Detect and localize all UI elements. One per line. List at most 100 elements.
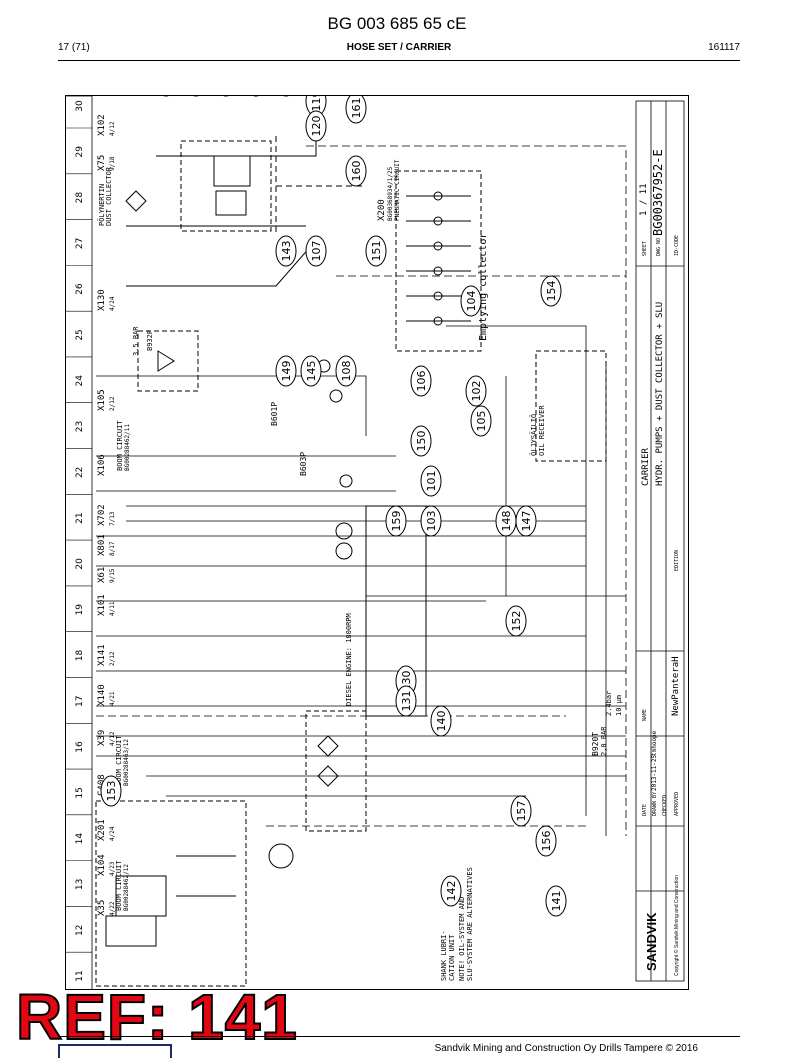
- callout-number: 131: [400, 691, 413, 712]
- grid-column-number: 30: [75, 100, 85, 112]
- footer-divider: [58, 1036, 740, 1037]
- callout-number: 101: [425, 471, 438, 492]
- company-name: SANDVIK: [644, 912, 659, 971]
- callout-bubble: [505, 605, 527, 637]
- connector-label: X702: [97, 504, 107, 526]
- schematic-label: NewPanteraH: [671, 656, 681, 716]
- schematic-label: SLU-SYSTEM ARE ALTERNATIVES: [466, 867, 474, 981]
- schematic-labels: X354/22X1044/23X2014/24C4084/16X394/12X1…: [97, 96, 681, 981]
- schematic-label: EDITION: [674, 550, 680, 571]
- schematic-label: CHECKED: [662, 795, 668, 816]
- connector-label: X61: [97, 567, 107, 583]
- grid-column-number: 24: [75, 375, 85, 387]
- callout-bubble: [410, 365, 432, 397]
- schematic-label: 3.5 BAR: [132, 326, 140, 356]
- connector-label: X130: [97, 289, 107, 311]
- callout-bubble: [515, 505, 537, 537]
- connector-label: X140: [97, 684, 107, 706]
- callout-bubble: [510, 795, 532, 827]
- schematic-label: BG00288463/12: [123, 739, 130, 786]
- connector-note: 4/24: [109, 296, 116, 311]
- schematic-label: BOOM CIRCUIT: [116, 420, 124, 471]
- callout-bubble: [420, 505, 442, 537]
- callout-bubble: [420, 465, 442, 497]
- connector-note: 4/24: [109, 826, 116, 841]
- connector-label: X75: [97, 155, 107, 171]
- callout-number: 149: [280, 361, 293, 382]
- grid-column-number: 16: [75, 741, 85, 753]
- schematic-label: NOTE! OIL-SYSTEM AND: [458, 897, 466, 981]
- callout-number: 106: [415, 371, 428, 392]
- schematic-label: ÖLJYSÄILIÖ: [529, 414, 538, 456]
- grid-column-number: 14: [75, 833, 85, 845]
- schematic-label: SHEET: [642, 241, 648, 256]
- schematic-label: DRAWN BY: [652, 792, 658, 816]
- callout-number: 154: [545, 281, 558, 302]
- callout-number: 160: [350, 161, 363, 182]
- connector-label: X106: [97, 454, 107, 476]
- grid-column-number: 15: [75, 787, 85, 798]
- connector-note: 4/23: [109, 861, 116, 876]
- connector-note: 4/11: [109, 601, 116, 616]
- callout-number: 107: [310, 241, 323, 262]
- callout-number: 151: [370, 241, 383, 262]
- schematic-label: 2013-11-25: [651, 754, 658, 791]
- connector-note: 2/12: [109, 651, 116, 666]
- callout-number: 102: [470, 381, 483, 402]
- schematic-label: DIESEL ENGINE: 1800RPM: [345, 613, 353, 706]
- callout-bubble: [465, 375, 487, 407]
- pressure-switch-block: [137, 330, 199, 392]
- callout-number: 142: [445, 881, 458, 902]
- connector-label: X801: [97, 534, 107, 556]
- callout-bubble: [305, 235, 327, 267]
- title-block: [635, 100, 685, 982]
- schematic-label: 2.4bar: [605, 691, 613, 716]
- schematic-label: NAME: [642, 709, 648, 721]
- callout-number: 119: [310, 96, 323, 112]
- ref-label: REF: 141: [15, 981, 298, 1053]
- header-divider: [58, 60, 740, 61]
- schematic-label: DUST COLLECTOR: [105, 166, 113, 226]
- schematic-label: DATE: [642, 804, 648, 816]
- callout-number: 141: [550, 891, 563, 912]
- grid-column-number: 20: [75, 558, 85, 570]
- grid-column-number: 25: [75, 329, 85, 340]
- sandvik-logo: [58, 1044, 172, 1058]
- callout-number: 104: [465, 291, 478, 312]
- footer-text: Sandvik Mining and Construction Oy Drill…: [434, 1043, 698, 1054]
- schematic-label: B603P: [299, 452, 308, 476]
- callout-bubble: [365, 235, 387, 267]
- schematic-label: CARRIER: [641, 447, 651, 486]
- callout-number: 148: [500, 511, 513, 532]
- connector-note: 2/12: [109, 396, 116, 411]
- connector-note: 4/21: [109, 691, 116, 706]
- callout-number: 143: [280, 241, 293, 262]
- grid-column-number: 13: [75, 879, 85, 890]
- callout-bubble: [470, 405, 492, 437]
- callout-number: 157: [515, 801, 528, 822]
- connector-note: 4/12: [109, 731, 116, 746]
- callout-number: 145: [305, 361, 318, 382]
- filter-block: [305, 710, 367, 832]
- connector-label: X101: [97, 594, 107, 616]
- schematic-label: Copyright © Sandvik Mining and Construct…: [673, 875, 680, 976]
- grid-column-number: 19: [75, 604, 85, 616]
- callout-number: 147: [520, 511, 533, 532]
- schematic-label: 2,0 BAR: [600, 726, 608, 756]
- connector-note: 7/13: [109, 511, 116, 526]
- schematic-label: BG00288462/12: [123, 864, 130, 911]
- grid-column-number: 11: [75, 970, 85, 981]
- callout-bubble: [335, 355, 357, 387]
- grid-column-number: 22: [75, 467, 85, 478]
- callout-bubble: [540, 275, 562, 307]
- grid-column-number: 26: [75, 283, 85, 295]
- connector-label: X141: [97, 644, 107, 666]
- connector-label: X39: [97, 730, 107, 746]
- connector-note: 9/18: [109, 156, 116, 171]
- callout-number: 140: [435, 711, 448, 732]
- grid-column-number: 23: [75, 421, 85, 432]
- connector-label: X105: [97, 389, 107, 411]
- schematic-label: PNEUMATIC CIRCUIT: [394, 159, 401, 221]
